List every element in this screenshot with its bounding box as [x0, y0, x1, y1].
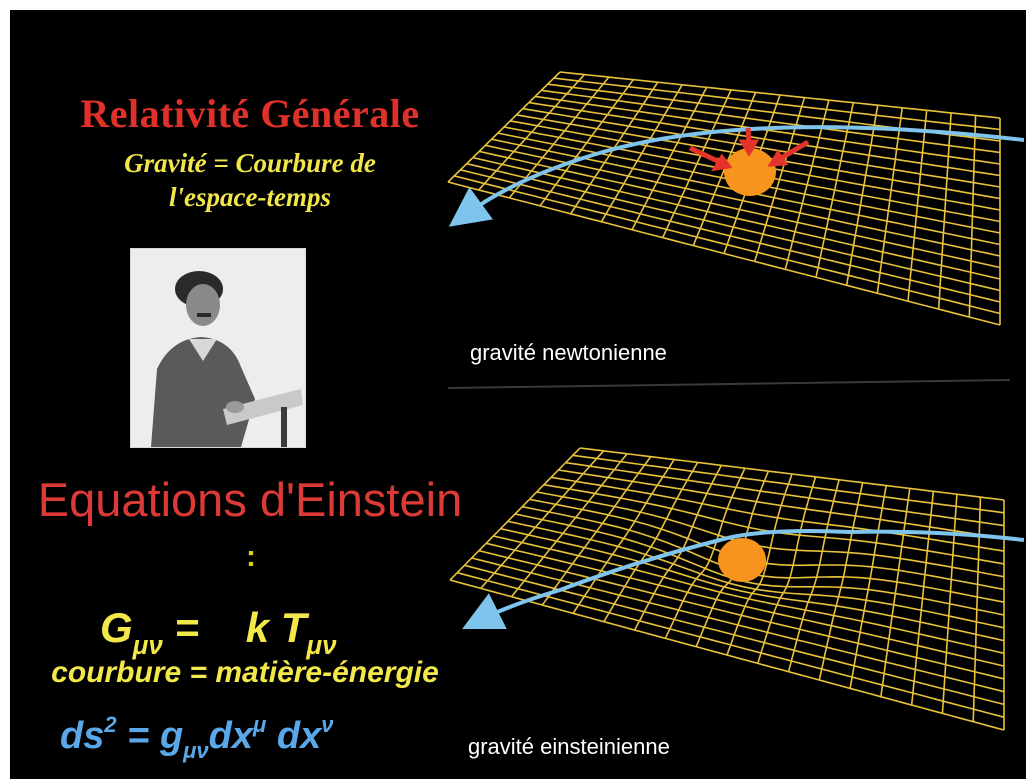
eq-t: T [280, 604, 307, 651]
grid-line [631, 86, 708, 231]
grid-line [633, 464, 723, 631]
eq-g: G [100, 604, 133, 651]
einstein-portrait [130, 248, 306, 448]
newton-force-arrows [688, 127, 810, 172]
grid-line [478, 74, 585, 191]
grid-line [726, 473, 793, 656]
grid-line [572, 459, 675, 614]
eq-equals: = [174, 604, 200, 651]
einstein-mass [718, 538, 766, 582]
metric-ds-sup: 2 [104, 712, 117, 737]
grid-line [600, 84, 683, 223]
grid-line [539, 79, 634, 207]
grid-line [603, 461, 699, 623]
portrait-drawing [131, 249, 305, 447]
grid-line [541, 456, 652, 606]
newton-grid [447, 71, 1001, 326]
newton-trajectory [448, 125, 1025, 227]
label-einstein: gravité einsteinienne [468, 734, 670, 759]
metric-equation: ds2 = gμνdxμ dxν [60, 712, 333, 764]
grid-line [510, 453, 628, 598]
separator-line [447, 379, 1011, 389]
grid-line [849, 485, 887, 689]
grid-line [543, 483, 1005, 565]
grid-line [550, 476, 1005, 552]
eq-k: k [245, 604, 270, 651]
grid-line [845, 105, 879, 286]
grid-line [968, 115, 977, 318]
einstein-grid [449, 447, 1005, 731]
grid-line [661, 89, 732, 238]
grid-line [757, 476, 817, 664]
grid-line [937, 112, 952, 310]
metric-dx2-sup: ν [321, 712, 334, 737]
grid-line [876, 107, 903, 294]
grid-line [447, 71, 561, 183]
subtitle-line-2: l'espace-temps [169, 182, 331, 212]
equations-title: Equations d'Einstein [37, 473, 463, 526]
grid-line [818, 482, 864, 681]
metric-dx1: dx [208, 715, 254, 757]
equation-meaning: courbure = matière-énergie [51, 656, 439, 689]
grid-line [508, 76, 610, 199]
newton-mass [724, 148, 776, 196]
subtitle-line-1: Gravité = Courbure de [124, 148, 376, 178]
metric-dx2: dx [276, 715, 322, 757]
einstein-trajectory [462, 529, 1025, 629]
metric-dx1-sup: μ [253, 712, 267, 737]
einstein-field-equation: Gμν = k Tμν [100, 604, 337, 661]
metric-g: g [159, 715, 184, 757]
eq-g-sub: μν [132, 630, 163, 660]
grid-line [664, 467, 746, 639]
eq-t-sub: μν [306, 630, 337, 660]
title: Relativité Générale [80, 91, 420, 136]
equations-colon: : [246, 540, 256, 573]
grid-line [449, 447, 581, 581]
grid-line [910, 491, 935, 706]
label-newton: gravité newtonienne [470, 340, 667, 365]
metric-g-sub: μν [183, 738, 209, 763]
grid-line [941, 494, 958, 714]
grid-line [880, 488, 911, 697]
grid-line [480, 450, 605, 589]
grid-line [907, 110, 928, 302]
metric-ds: ds [60, 715, 105, 757]
metric-equals: = [127, 715, 150, 757]
grid-line [753, 97, 806, 262]
grid-line [787, 479, 840, 672]
grid-line [815, 102, 855, 278]
